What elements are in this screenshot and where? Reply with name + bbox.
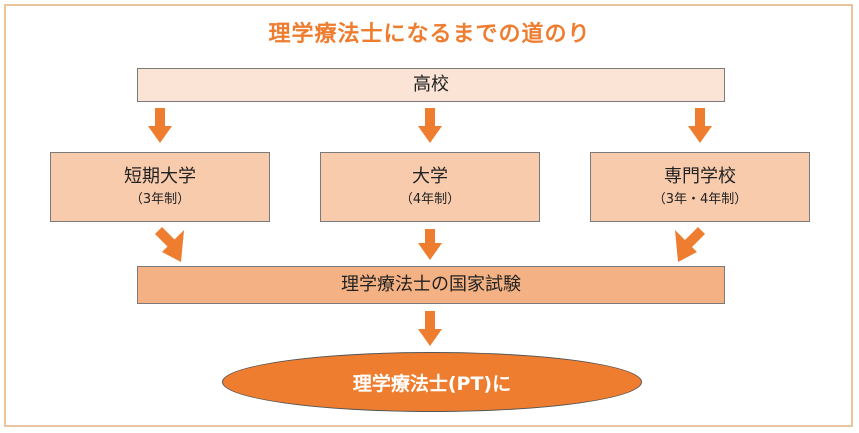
arrow-exam-to-goal bbox=[418, 311, 442, 346]
node-junior-college-sub: （3年制） bbox=[129, 192, 191, 207]
diagram-title: 理学療法士になるまでの道のり bbox=[268, 22, 591, 47]
arrow-vocational-to-exam bbox=[675, 227, 705, 262]
arrow-junior-college-to-exam bbox=[155, 227, 184, 262]
arrow-highschool-to-junior-college bbox=[148, 108, 172, 143]
node-highschool: 高校 bbox=[137, 68, 725, 102]
node-university-label: 大学 bbox=[412, 166, 448, 187]
node-junior-college: 短期大学 （3年制） bbox=[50, 152, 270, 222]
node-junior-college-label: 短期大学 bbox=[124, 166, 196, 187]
node-vocational-label: 専門学校 bbox=[664, 166, 736, 187]
node-vocational: 専門学校 （3年・4年制） bbox=[590, 152, 810, 222]
node-goal: 理学療法士(PT)に bbox=[222, 352, 642, 412]
node-vocational-sub: （3年・4年制） bbox=[652, 192, 748, 207]
arrow-highschool-to-university bbox=[418, 108, 442, 143]
node-exam: 理学療法士の国家試験 bbox=[137, 266, 725, 304]
node-highschool-label: 高校 bbox=[413, 74, 449, 95]
node-university-sub: （4年制） bbox=[399, 192, 461, 207]
node-exam-label: 理学療法士の国家試験 bbox=[341, 274, 521, 295]
arrow-highschool-to-vocational bbox=[688, 108, 712, 143]
node-goal-label: 理学療法士(PT)に bbox=[352, 372, 512, 395]
arrow-university-to-exam bbox=[418, 229, 442, 260]
node-university: 大学 （4年制） bbox=[320, 152, 540, 222]
